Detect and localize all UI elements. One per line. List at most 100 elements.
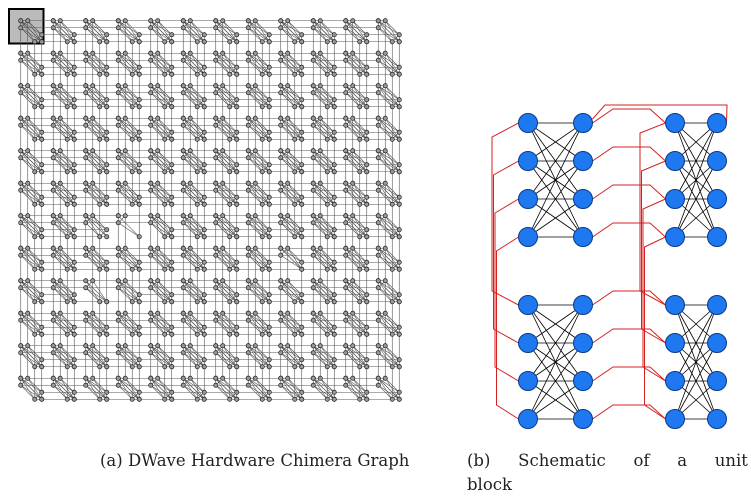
coupler-edge: [378, 85, 400, 107]
intra-cell-coupler: [527, 304, 584, 420]
coupler-edge: [53, 85, 75, 107]
coupler-edge: [118, 150, 140, 172]
coupler-edge: [385, 248, 400, 263]
coupler-edge: [53, 215, 75, 237]
qubit-node: [331, 396, 337, 402]
qubit-node: [71, 104, 77, 110]
qubit-node: [194, 169, 200, 175]
coupler-edge: [248, 85, 270, 107]
qubit-node: [396, 234, 402, 240]
qubit-node: [194, 396, 200, 402]
qubit-node: [299, 259, 305, 265]
qubit-node: [155, 375, 161, 381]
qubit-node: [169, 234, 175, 240]
intra-cell-coupler: [527, 198, 584, 238]
qubit-node: [32, 234, 38, 240]
coupler-edge: [183, 118, 205, 140]
coupler-edge: [27, 118, 42, 140]
coupler-edge: [183, 248, 205, 270]
coupler-edge: [215, 150, 237, 172]
qubit-node: [32, 136, 38, 142]
qubit-node: [310, 25, 316, 31]
qubit-node: [343, 50, 349, 56]
qubit-node: [97, 234, 103, 240]
qubit-node: [278, 317, 284, 323]
qubit-node: [83, 310, 89, 316]
qubit-node: [201, 104, 207, 110]
coupler-edge: [190, 150, 205, 172]
qubit-node: [162, 104, 168, 110]
coupler-edge: [313, 280, 335, 302]
coupler-edge: [157, 118, 172, 140]
coupler-edge: [248, 60, 270, 75]
qubit-node: [213, 83, 219, 89]
coupler-edge: [255, 183, 270, 205]
coupler-edge: [287, 345, 302, 367]
qubit-node: [180, 382, 186, 388]
qubit-node: [266, 234, 272, 240]
coupler-edge: [157, 215, 172, 237]
coupler-edge: [125, 85, 140, 107]
coupler-edge: [183, 215, 205, 237]
coupler-edge: [222, 378, 237, 400]
qubit-node: [50, 220, 56, 226]
coupler-edge: [313, 313, 335, 335]
coupler-edge: [345, 287, 367, 302]
coupler-edge: [378, 53, 400, 75]
qubit-node: [317, 18, 323, 24]
qubit-node: [201, 64, 207, 70]
coupler-edge: [385, 313, 400, 328]
coupler-edge: [85, 157, 107, 172]
qubit-node: [115, 180, 121, 186]
qubit-node: [64, 364, 70, 370]
qubit-node: [278, 252, 284, 258]
qubit-node: [136, 162, 142, 168]
qubit-node: [234, 299, 240, 305]
qubit-node: [136, 71, 142, 77]
coupler-edge: [215, 255, 237, 270]
qubit-node: [148, 252, 154, 258]
qubit-node: [148, 375, 154, 381]
qubit-node: [90, 148, 96, 154]
qubit-node: [234, 201, 240, 207]
coupler-edge: [92, 313, 107, 335]
qubit-node: [266, 162, 272, 168]
qubit-node: [278, 90, 284, 96]
coupler-edge: [20, 280, 42, 302]
qubit-node: [201, 324, 207, 330]
qubit-node: [213, 310, 219, 316]
coupler-edge: [92, 183, 107, 205]
qubit-node: [227, 169, 233, 175]
coupler-edge: [118, 345, 140, 367]
coupler-edge: [215, 53, 237, 75]
coupler-edge: [183, 150, 205, 172]
qubit-node: [104, 234, 110, 240]
qubit-node: [32, 266, 38, 272]
coupler-edge: [255, 215, 270, 237]
qubit-node: [104, 104, 110, 110]
coupler-edge: [248, 118, 270, 140]
qubit-node: [122, 115, 128, 121]
coupler-edge: [385, 118, 400, 140]
coupler-edge: [255, 248, 270, 270]
qubit-node: [201, 331, 207, 337]
coupler-edge: [352, 313, 367, 335]
qubit-node: [169, 97, 175, 103]
inter-cell-coupler: [592, 290, 666, 306]
qubit-node: [18, 213, 24, 219]
qubit-node: [83, 382, 89, 388]
qubit-node: [194, 364, 200, 370]
coupler-edge: [215, 125, 237, 140]
coupler-edge: [92, 215, 107, 237]
coupler-edge: [378, 352, 400, 367]
coupler-edge: [248, 320, 270, 335]
qubit-node: [39, 292, 45, 298]
coupler-edge: [352, 118, 367, 140]
qubit-node: [220, 115, 226, 121]
qubit-node: [665, 333, 685, 353]
qubit-node: [39, 201, 45, 207]
qubit-node: [213, 148, 219, 154]
coupler-edge: [183, 320, 205, 335]
qubit-node: [180, 252, 186, 258]
coupler-edge: [345, 248, 367, 270]
